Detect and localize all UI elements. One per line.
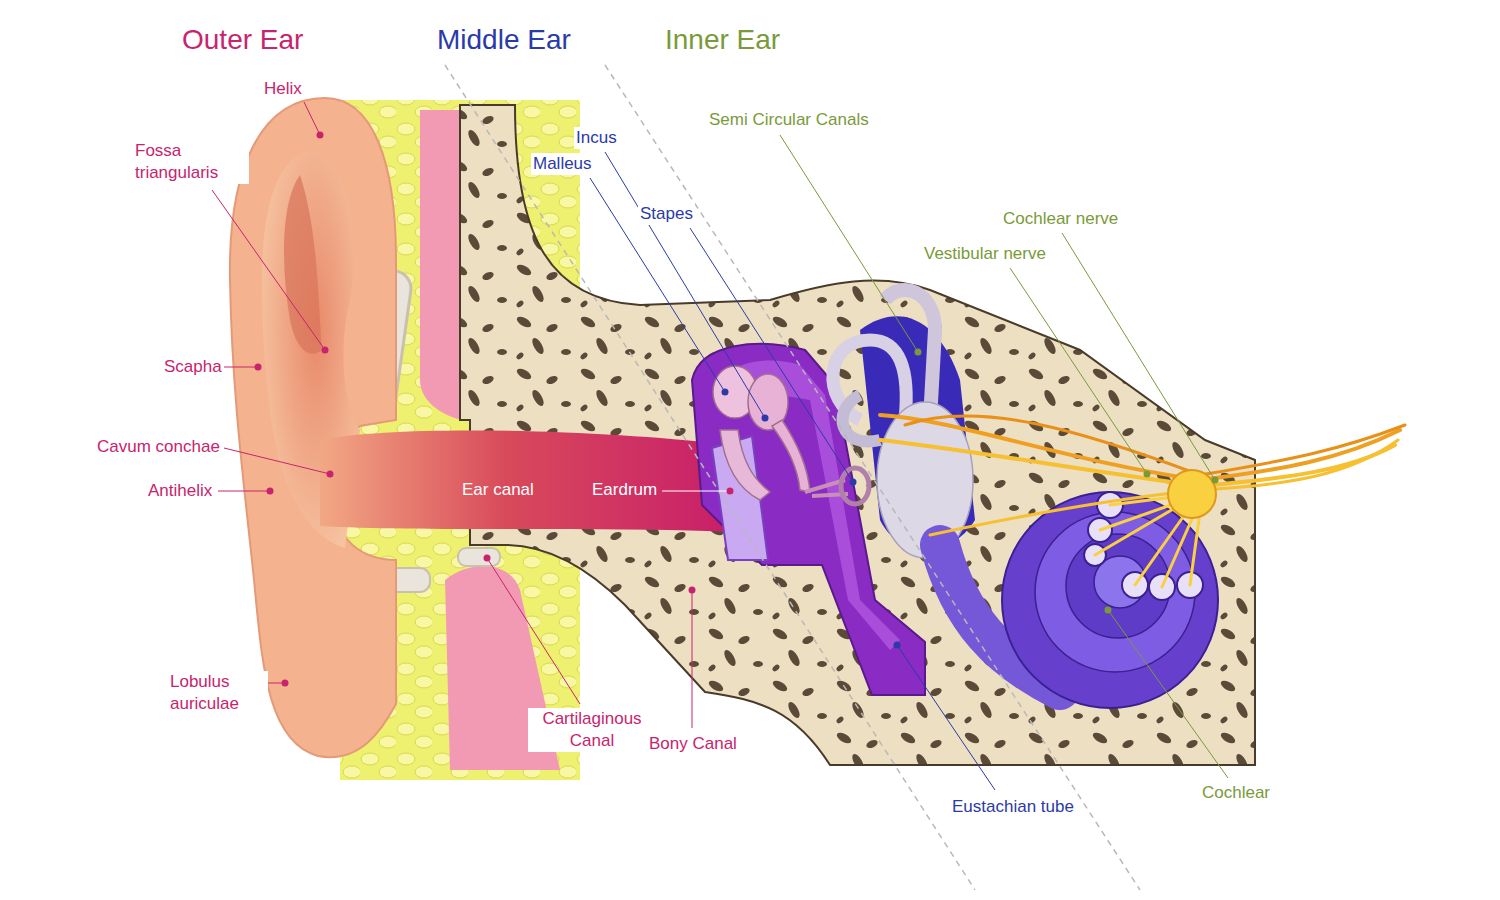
leader-dot — [1105, 607, 1112, 614]
leader-line — [662, 491, 728, 492]
leader-line — [212, 190, 325, 350]
part-label: Cartilaginous Canal — [528, 708, 656, 752]
leader-dot — [317, 132, 324, 139]
leader-line — [1062, 233, 1215, 480]
part-label: Lobulus auriculae — [168, 671, 268, 715]
leader-line — [692, 590, 693, 728]
incus-process — [772, 420, 810, 492]
part-label: Eustachian tube — [950, 796, 1076, 818]
leader-dots — [255, 132, 1219, 687]
leader-line — [590, 178, 725, 392]
leader-dot — [1144, 471, 1151, 478]
ear-canal — [320, 430, 732, 532]
muscle-band — [420, 110, 462, 420]
leader-dot — [894, 642, 901, 649]
nerve-fiber — [880, 440, 1395, 486]
part-label: Malleus — [531, 153, 594, 175]
nerve-fiber — [930, 440, 1398, 535]
nerves — [880, 415, 1405, 587]
region-heading: Middle Ear — [435, 22, 573, 58]
leader-dot — [689, 587, 696, 594]
leader-dot — [1212, 477, 1219, 484]
leader-dot — [255, 364, 262, 371]
leader-dot — [282, 680, 289, 687]
semicircular-canal — [843, 395, 880, 442]
leader-line — [605, 152, 765, 418]
leader-line — [897, 645, 995, 790]
nerve-fiber — [905, 416, 1405, 475]
malleus-handle — [720, 430, 770, 500]
part-label: Fossa triangularis — [133, 140, 249, 184]
region-heading: Outer Ear — [180, 22, 305, 58]
leader-line — [1108, 610, 1228, 778]
auricle — [230, 98, 396, 757]
fossa — [284, 175, 322, 354]
leader-line — [487, 558, 580, 704]
leader-dot — [915, 349, 922, 356]
part-label: Scapha — [162, 356, 224, 378]
part-label: Stapes — [638, 203, 695, 225]
part-label: Helix — [262, 78, 304, 100]
region-divider — [445, 65, 975, 890]
leader-dot — [850, 479, 857, 486]
leader-dot — [322, 347, 329, 354]
leader-dot — [267, 488, 274, 495]
leader-line — [218, 491, 270, 492]
nerve-bundle — [1168, 470, 1216, 518]
part-label: Bony Canal — [647, 733, 739, 755]
part-label: Cavum conchae — [95, 436, 222, 458]
stapes-footplate — [841, 468, 869, 504]
cartilage — [458, 548, 500, 566]
part-label: Ear canal — [462, 479, 534, 501]
part-label: Semi Circular Canals — [707, 109, 871, 131]
leader-line — [224, 448, 330, 474]
leader-line — [780, 135, 918, 352]
part-label: Incus — [574, 127, 619, 149]
leader-lines — [212, 102, 1228, 790]
leader-dot — [327, 471, 334, 478]
leader-line — [690, 228, 853, 482]
region-heading: Inner Ear — [663, 22, 782, 58]
leader-line — [304, 102, 320, 135]
cochlea — [1002, 492, 1218, 708]
leader-line — [224, 367, 258, 368]
part-label: Vestibular nerve — [922, 243, 1048, 265]
part-label: Antihelix — [146, 480, 214, 502]
leader-dot — [727, 488, 734, 495]
region-divider — [605, 65, 1140, 890]
leader-dot — [722, 389, 729, 396]
part-label: Eardrum — [592, 479, 657, 501]
leader-dot — [762, 415, 769, 422]
leader-line — [1010, 268, 1147, 474]
part-label: Cochlear nerve — [1001, 208, 1120, 230]
part-label: Cochlear — [1200, 782, 1272, 804]
leader-dot — [484, 555, 491, 562]
